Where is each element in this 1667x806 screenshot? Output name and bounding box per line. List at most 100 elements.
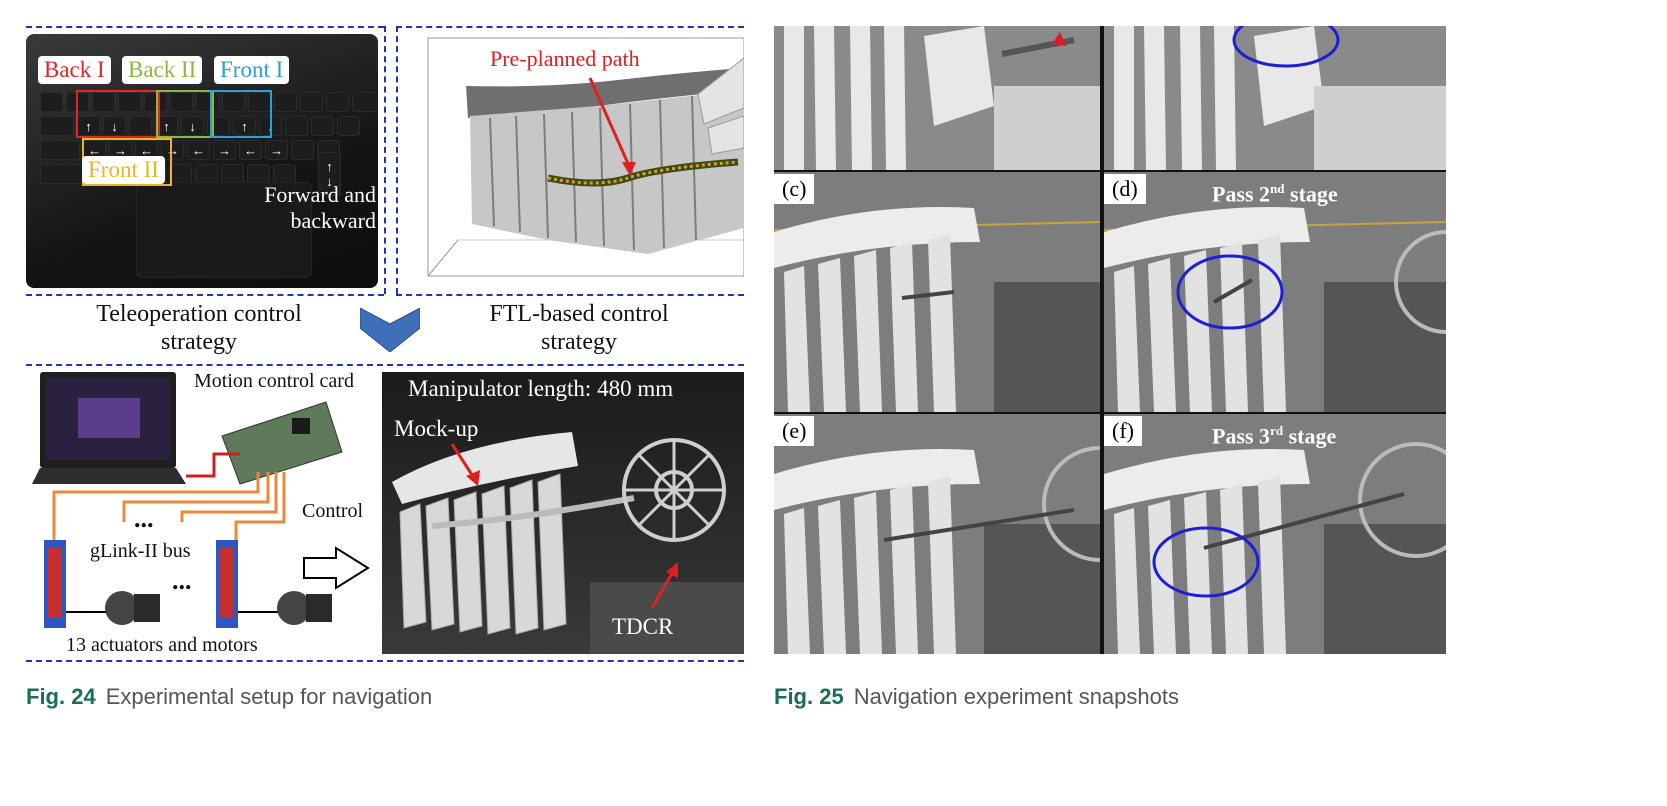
arrow-left-icon: ←	[135, 140, 158, 160]
frame-bottom	[26, 660, 744, 662]
fig24-caption-text: Experimental setup for navigation	[105, 684, 433, 709]
snapshot-f: (f) Pass 3rd stage	[1104, 414, 1446, 654]
figure-24: ↑↓↑↓↑↓ ←→←→←→←→ ←→ ↑↓ Back I Back II Fro…	[26, 26, 744, 664]
key	[273, 164, 296, 184]
path-plot-3d: Pre-planned path	[398, 28, 744, 294]
motion-control-card-label: Motion control card	[194, 372, 354, 392]
front2-label: Front II	[82, 156, 165, 184]
frame-top-right	[396, 26, 744, 28]
key	[291, 140, 314, 160]
back1-label: Back I	[38, 56, 111, 84]
key-row-3: ←→←→←→←→	[40, 140, 340, 160]
frame-mid-right	[396, 294, 744, 296]
key	[40, 164, 88, 184]
manipulator-svg	[392, 432, 744, 654]
touchpad	[136, 182, 312, 278]
manipulator-photo: Manipulator length: 480 mm Mock-up TDCR	[382, 372, 744, 654]
pre-planned-path-label: Pre-planned path	[490, 46, 640, 71]
key	[92, 92, 115, 112]
key	[40, 116, 74, 136]
keyboard-photo: ↑↓↑↓↑↓ ←→←→←→←→ ←→ ↑↓ Back I Back II Fro…	[26, 34, 378, 288]
key	[248, 92, 271, 112]
frame-lower-top	[26, 364, 744, 366]
arrow-up-down-icon: ↑↓	[318, 152, 341, 196]
pass-suffix: stage	[1283, 423, 1337, 449]
ftl-strategy-label: FTL-based control strategy	[489, 301, 669, 355]
ellipsis-top: ...	[134, 504, 154, 533]
back2-label: Back II	[122, 56, 203, 84]
pass-prefix: Pass 3	[1212, 423, 1271, 449]
path-plot-svg	[427, 37, 744, 277]
arrow-up-icon: ↑	[77, 116, 100, 136]
key	[222, 92, 245, 112]
key	[326, 92, 349, 112]
key	[170, 92, 193, 112]
snapshot-c: (c)	[774, 172, 1100, 412]
snapshot-f-svg	[1104, 414, 1446, 654]
snapshot-d-svg	[1104, 172, 1446, 412]
key-up-down: ↑↓	[318, 152, 341, 196]
mockup-label: Mock-up	[394, 416, 479, 441]
arrow-up-icon: ↑	[233, 116, 256, 136]
key	[311, 116, 334, 136]
fig25-number: Fig. 25	[774, 684, 844, 709]
manipulator-length-label: Manipulator length: 480 mm	[408, 376, 674, 401]
key	[118, 92, 141, 112]
hardware-svg	[32, 372, 370, 628]
front1-outline	[210, 90, 272, 138]
key	[221, 164, 244, 184]
key	[352, 92, 378, 112]
key	[285, 116, 308, 136]
hardware-diagram: Motion control card ... gLink-II bus ...…	[26, 372, 380, 662]
pass-suffix: stage	[1284, 181, 1338, 207]
frame-mid-left	[26, 294, 384, 296]
back1-outline	[76, 90, 160, 138]
key	[40, 140, 80, 160]
control-label: Control	[302, 500, 364, 522]
fig25-caption-text: Navigation experiment snapshots	[853, 684, 1179, 709]
pass-sup: rd	[1270, 423, 1284, 438]
snapshot-d: (d) Pass 2nd stage	[1104, 172, 1446, 412]
arrow-left-icon: ←	[187, 140, 210, 160]
key	[144, 92, 167, 112]
snapshot-e: (e)	[774, 414, 1100, 654]
key	[40, 92, 63, 112]
pass-3rd-stage-label: Pass 3rd stage	[1212, 416, 1336, 451]
arrow-down-icon: ↓	[103, 116, 126, 136]
fig24-caption: Fig. 24 Experimental setup for navigation	[26, 684, 432, 710]
snapshot-f-label: (f)	[1104, 416, 1142, 446]
chevron-down-icon	[360, 308, 420, 352]
actuators-label: 13 actuators and motors	[66, 634, 258, 656]
key	[274, 92, 297, 112]
key	[195, 164, 218, 184]
fig24-number: Fig. 24	[26, 684, 96, 709]
snapshot-a	[774, 26, 1100, 170]
ellipsis-bottom: ...	[172, 566, 192, 595]
snapshot-e-label: (e)	[774, 416, 815, 446]
key	[129, 116, 152, 136]
key	[169, 164, 192, 184]
snapshot-b	[1104, 26, 1446, 170]
figure-25: (c) (d) Pass 2nd stage (e)	[774, 26, 1446, 654]
key	[337, 116, 360, 136]
arrow-left-icon: ←	[83, 140, 106, 160]
arrow-left-icon: ←	[239, 140, 262, 160]
arrow-up-icon: ↑	[155, 116, 178, 136]
frame-divider-top-left	[384, 26, 386, 294]
front1-label: Front I	[214, 56, 290, 84]
back2-outline	[156, 90, 214, 138]
key	[300, 92, 323, 112]
arrow-right-icon: →	[265, 140, 288, 160]
arrow-right-icon: →	[161, 140, 184, 160]
arrow-down-icon: ↓	[181, 116, 204, 136]
snapshot-b-svg	[1104, 26, 1446, 170]
pass-2nd-stage-label: Pass 2nd stage	[1212, 174, 1338, 209]
key	[247, 164, 270, 184]
fig25-caption: Fig. 25 Navigation experiment snapshots	[774, 684, 1179, 710]
bus-label: gLink-II bus	[90, 540, 191, 562]
frame-divider-top-right	[396, 26, 398, 294]
snapshot-c-svg	[774, 172, 1100, 412]
pass-sup: nd	[1270, 181, 1285, 196]
snapshot-d-label: (d)	[1104, 174, 1146, 204]
frame-top-left	[26, 26, 384, 28]
